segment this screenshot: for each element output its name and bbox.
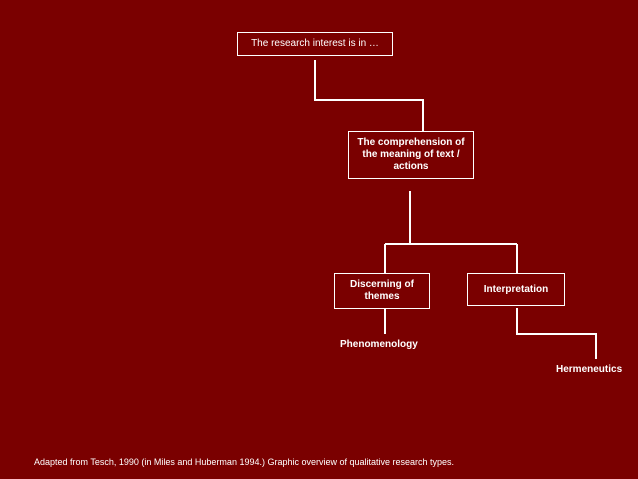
interpretation-node-label: Interpretation bbox=[483, 283, 549, 295]
hermeneutics-label: Hermeneutics bbox=[556, 364, 623, 375]
discerning-node-label: Discerning of themes bbox=[350, 279, 414, 302]
root-node-label: The research interest is in … bbox=[251, 38, 379, 49]
discerning-node: Discerning of themes bbox=[334, 273, 430, 309]
interpretation-node: Interpretation bbox=[467, 273, 565, 306]
phenomenology-label: Phenomenology bbox=[340, 339, 418, 350]
connector-interpretation-hermeneutics bbox=[516, 308, 597, 359]
comprehension-node-label: The comprehension of the meaning of text… bbox=[357, 137, 465, 172]
source-caption: Adapted from Tesch, 1990 (in Miles and H… bbox=[34, 457, 455, 467]
connector-root-comprehension bbox=[314, 60, 424, 131]
root-node: The research interest is in … bbox=[237, 32, 393, 56]
comprehension-node: The comprehension of the meaning of text… bbox=[348, 131, 474, 179]
